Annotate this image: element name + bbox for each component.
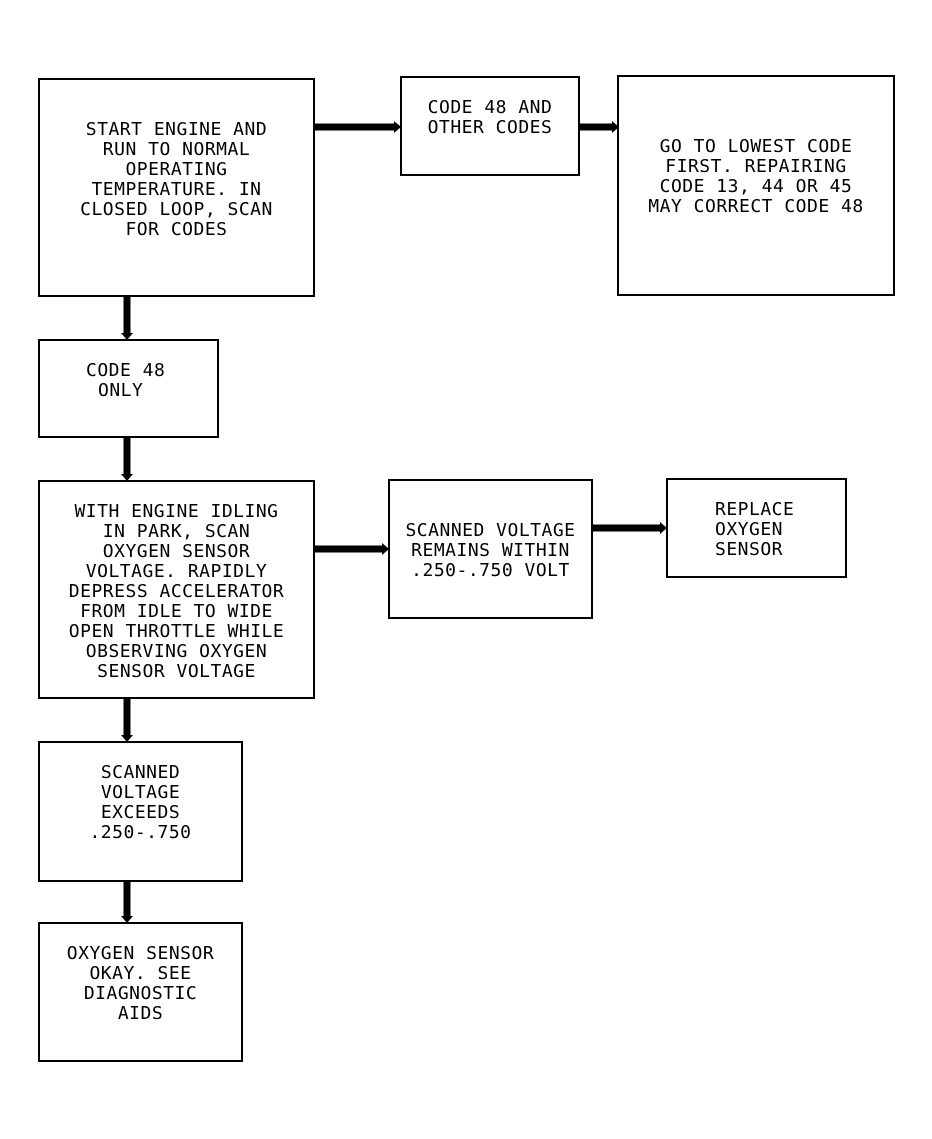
box-line: OTHER CODES bbox=[427, 117, 553, 138]
box-idle-scan-voltage: WITH ENGINE IDLING IN PARK, SCAN OXYGEN … bbox=[38, 480, 315, 699]
box-line: FOR CODES bbox=[125, 219, 228, 240]
box-voltage-remains-within: SCANNED VOLTAGE REMAINS WITHIN .250-.750… bbox=[388, 479, 593, 619]
box-line: SENSOR VOLTAGE bbox=[97, 661, 256, 682]
arrowhead bbox=[121, 735, 133, 742]
box-line: SENSOR bbox=[715, 539, 784, 560]
box-voltage-exceeds: SCANNED VOLTAGE EXCEEDS .250-.750 bbox=[38, 741, 243, 882]
box-line: FIRST. REPAIRING bbox=[665, 156, 847, 177]
box-code48-and-other-codes: CODE 48 AND OTHER CODES bbox=[400, 76, 580, 176]
box-code48-only: CODE 48 ONLY bbox=[38, 339, 219, 438]
box-line: DEPRESS ACCELERATOR bbox=[68, 581, 285, 602]
box-replace-oxygen-sensor: REPLACE OXYGEN SENSOR bbox=[666, 478, 847, 578]
box-oxygen-sensor-okay: OXYGEN SENSOR OKAY. SEE DIAGNOSTIC AIDS bbox=[38, 922, 243, 1062]
box-line: ONLY bbox=[98, 380, 144, 401]
arrowhead bbox=[121, 333, 133, 340]
box-line: OXYGEN SENSOR bbox=[66, 943, 215, 964]
box-line: VOLTAGE. RAPIDLY bbox=[85, 561, 268, 582]
box-line: MAY CORRECT CODE 48 bbox=[648, 196, 864, 217]
arrowhead bbox=[382, 543, 389, 555]
box-line: DIAGNOSTIC bbox=[83, 983, 198, 1004]
box-line: IN PARK, SCAN bbox=[102, 521, 251, 542]
arrowhead bbox=[121, 916, 133, 923]
arrowhead bbox=[121, 474, 133, 481]
arrowhead bbox=[612, 121, 619, 133]
box-line: CODE 13, 44 OR 45 bbox=[659, 176, 853, 197]
arrowhead bbox=[394, 121, 401, 133]
box-line: SCANNED bbox=[100, 762, 181, 783]
box-line: FROM IDLE TO WIDE bbox=[80, 601, 273, 622]
box-line: VOLTAGE bbox=[100, 782, 181, 803]
box-line: CODE 48 bbox=[86, 360, 166, 381]
box-line: SCANNED VOLTAGE bbox=[405, 520, 576, 541]
box-line: OXYGEN bbox=[715, 519, 784, 540]
box-line: GO TO LOWEST CODE bbox=[659, 136, 853, 157]
box-line: CLOSED LOOP, SCAN bbox=[80, 199, 273, 220]
box-line: OPERATING bbox=[125, 159, 228, 180]
box-line: RUN TO NORMAL bbox=[102, 139, 251, 160]
box-line: OKAY. SEE bbox=[89, 963, 192, 984]
box-line: EXCEEDS bbox=[100, 802, 181, 823]
box-line: CODE 48 AND bbox=[427, 97, 553, 118]
box-line: OBSERVING OXYGEN bbox=[85, 641, 268, 662]
box-go-to-lowest-code: GO TO LOWEST CODE FIRST. REPAIRING CODE … bbox=[617, 75, 895, 296]
box-line: OXYGEN SENSOR bbox=[102, 541, 251, 562]
box-line: OPEN THROTTLE WHILE bbox=[68, 621, 285, 642]
box-line: REPLACE bbox=[715, 499, 795, 520]
box-line: REMAINS WITHIN bbox=[411, 540, 570, 561]
arrowhead bbox=[660, 522, 667, 534]
box-line: .250-.750 VOLT bbox=[411, 560, 570, 581]
box-start-engine: START ENGINE AND RUN TO NORMAL OPERATING… bbox=[38, 78, 315, 297]
box-line: START ENGINE AND bbox=[85, 119, 268, 140]
box-line: AIDS bbox=[117, 1003, 164, 1024]
box-line: WITH ENGINE IDLING bbox=[74, 501, 279, 522]
box-line: .250-.750 bbox=[89, 822, 192, 843]
box-line: TEMPERATURE. IN bbox=[91, 179, 262, 200]
